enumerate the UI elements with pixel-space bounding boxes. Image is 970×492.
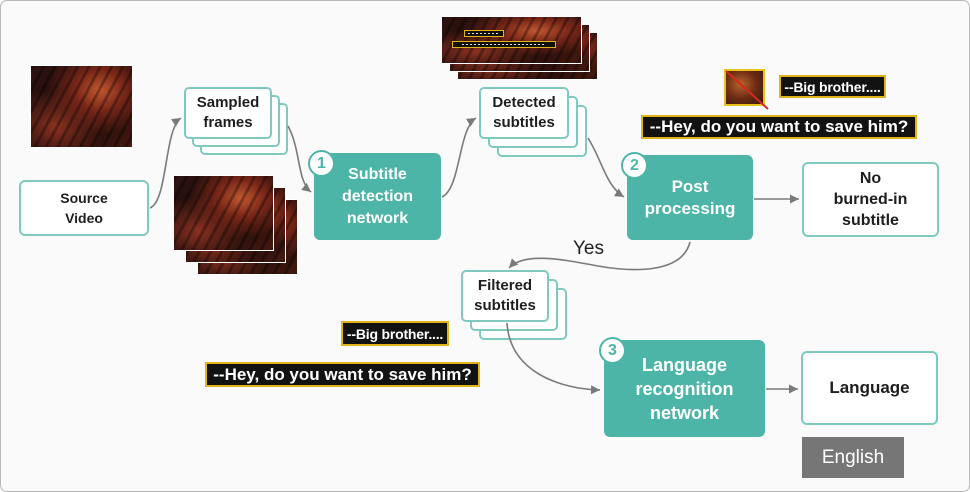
rejection-cross-icon [725,70,769,110]
step-3-badge: 3 [599,337,626,364]
sampled-frame-images-stack [173,175,298,275]
filtered-subtitles-label: Filtered subtitles [474,277,536,314]
subtitle-box-mark [464,30,504,37]
filtered-subtitle-sample-short: --Big brother.... [341,321,449,346]
rejected-frame-thumbnail [724,69,769,110]
detected-subtitles-node: Detected subtitles [479,87,569,139]
language-result-badge: English [802,437,904,478]
source-video-label: Source Video [60,190,108,226]
no-burned-in-subtitle-node: No burned-in subtitle [802,162,939,237]
sampled-frames-label: Sampled frames [196,94,260,131]
subtitle-sample-short: --Big brother.... [779,75,886,98]
language-node: Language [801,351,938,425]
step-1-badge: 1 [308,150,335,177]
post-processing-label: Post processing [644,176,736,218]
step-2-badge: 2 [621,152,648,179]
sampled-frames-stack: Sampled frames [184,87,288,155]
detected-subtitles-label: Detected subtitles [492,94,556,131]
filtered-subtitles-node: Filtered subtitles [461,270,549,322]
language-recognition-network-node: Language recognition network [604,340,765,437]
post-processing-node: Post processing [627,155,753,240]
no-burned-in-subtitle-label: No burned-in subtitle [833,170,908,229]
video-frame-image [441,16,582,64]
subtitle-detection-network-label: Subtitle detection network [341,165,414,227]
language-recognition-network-label: Language recognition network [635,354,734,423]
subtitle-box-mark [452,41,556,48]
detected-subtitle-frames-stack [441,16,598,80]
sampled-frames-node: Sampled frames [184,87,272,139]
video-frame-image [173,175,274,251]
subtitle-detection-network-node: Subtitle detection network [314,153,441,240]
source-video-node: Source Video [19,180,149,236]
filtered-subtitle-sample-long: --Hey, do you want to save him? [205,362,480,387]
filtered-subtitles-stack: Filtered subtitles [461,270,567,340]
yes-edge-label: Yes [573,238,604,259]
language-label: Language [829,378,910,397]
source-video-frame-image [30,65,133,148]
subtitle-sample-long: --Hey, do you want to save him? [641,115,917,139]
detected-subtitles-stack: Detected subtitles [479,87,587,157]
